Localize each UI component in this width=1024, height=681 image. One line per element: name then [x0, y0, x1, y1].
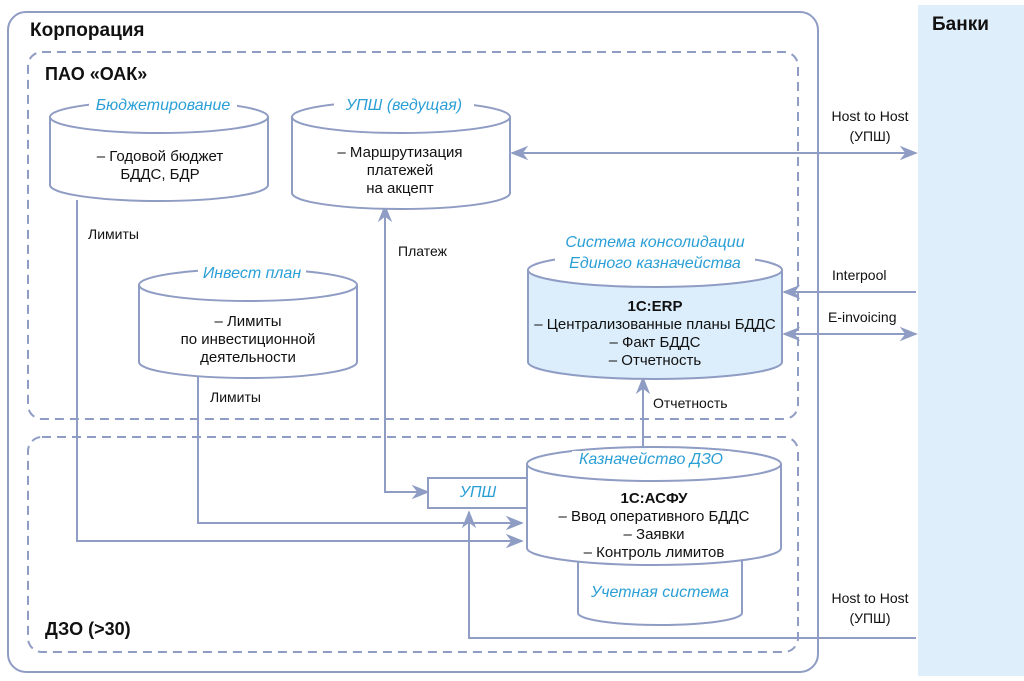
label-host-bottom: Host to Host (УПШ) [820, 588, 920, 628]
cylinder-invest [138, 268, 358, 379]
erp-product-name: 1С:ERP [627, 298, 683, 315]
treasury-dzo-title: Казначейство ДЗО [572, 451, 730, 469]
label-einvoicing: E-invoicing [828, 309, 897, 325]
consolidation-line: – Отчетность [608, 352, 702, 369]
invest-body: – Лимиты по инвестиционной деятельности [148, 313, 348, 367]
invest-title: Инвест план [198, 265, 306, 283]
ups-lead-body: – Маршрутизация платежей на акцепт [300, 144, 500, 198]
banks-panel [918, 5, 1024, 676]
asfu-product-name: 1С:АСФУ [620, 490, 688, 507]
consolidation-line: – Централизованные планы БДДС [534, 316, 776, 333]
label-limits-budget: Лимиты [88, 226, 139, 242]
ups-box-label: УПШ [459, 484, 497, 501]
corporation-container [7, 11, 819, 673]
host-bottom-line: (УПШ) [849, 610, 891, 626]
invest-line: по инвестиционной [180, 331, 316, 348]
consolidation-body: 1С:ERP – Централизованные планы БДДС – Ф… [530, 298, 780, 370]
consolidation-line: – Факт БДДС [609, 334, 701, 351]
banks-title: Банки [932, 14, 989, 35]
host-top-line: Host to Host [831, 108, 909, 124]
label-limits-invest: Лимиты [210, 389, 261, 405]
invest-line: – Лимиты [214, 313, 282, 330]
ups-lead-title: УПШ (ведущая) [334, 97, 474, 115]
consolidation-title-line: Единого казначейства [569, 255, 741, 272]
cylinder-accounting [577, 560, 743, 626]
ups-lead-line: – Маршрутизация [337, 144, 463, 161]
ups-box [427, 477, 529, 509]
pao-container [27, 51, 799, 420]
ups-lead-line: платежей [366, 162, 434, 179]
budgeting-title: Бюджетирование [89, 97, 237, 115]
edge-invest-limits [197, 368, 524, 531]
edge-host-bottom [461, 510, 916, 639]
budgeting-line: БДДС, БДР [120, 166, 200, 183]
consolidation-title-line: Система консолидации [565, 234, 745, 251]
treasury-line: – Заявки [623, 526, 685, 543]
ups-lead-line: на акцепт [366, 180, 434, 197]
accounting-title: Учетная система [590, 584, 730, 601]
pao-title: ПАО «ОАК» [45, 64, 148, 84]
label-host-top: Host to Host (УПШ) [820, 106, 920, 146]
invest-line: деятельности [200, 349, 296, 366]
host-top-line: (УПШ) [849, 128, 891, 144]
treasury-dzo-body: 1С:АСФУ – Ввод оперативного БДДС – Заявк… [529, 490, 779, 562]
corporation-title: Корпорация [30, 20, 145, 41]
consolidation-title: Система консолидации Единого казначейств… [555, 232, 755, 274]
label-payment: Платеж [398, 243, 447, 259]
dzo-title: ДЗО (>30) [45, 619, 131, 639]
label-interpool: Interpool [832, 267, 887, 283]
host-bottom-line: Host to Host [831, 590, 909, 606]
treasury-line: – Контроль лимитов [583, 544, 725, 561]
budgeting-body: – Годовой бюджет БДДС, БДР [60, 148, 260, 184]
treasury-line: – Ввод оперативного БДДС [558, 508, 750, 525]
dzo-container [27, 436, 799, 653]
edge-budget-limits [76, 200, 524, 549]
budgeting-line: – Годовой бюджет [96, 148, 224, 165]
label-reporting: Отчетность [653, 395, 728, 411]
